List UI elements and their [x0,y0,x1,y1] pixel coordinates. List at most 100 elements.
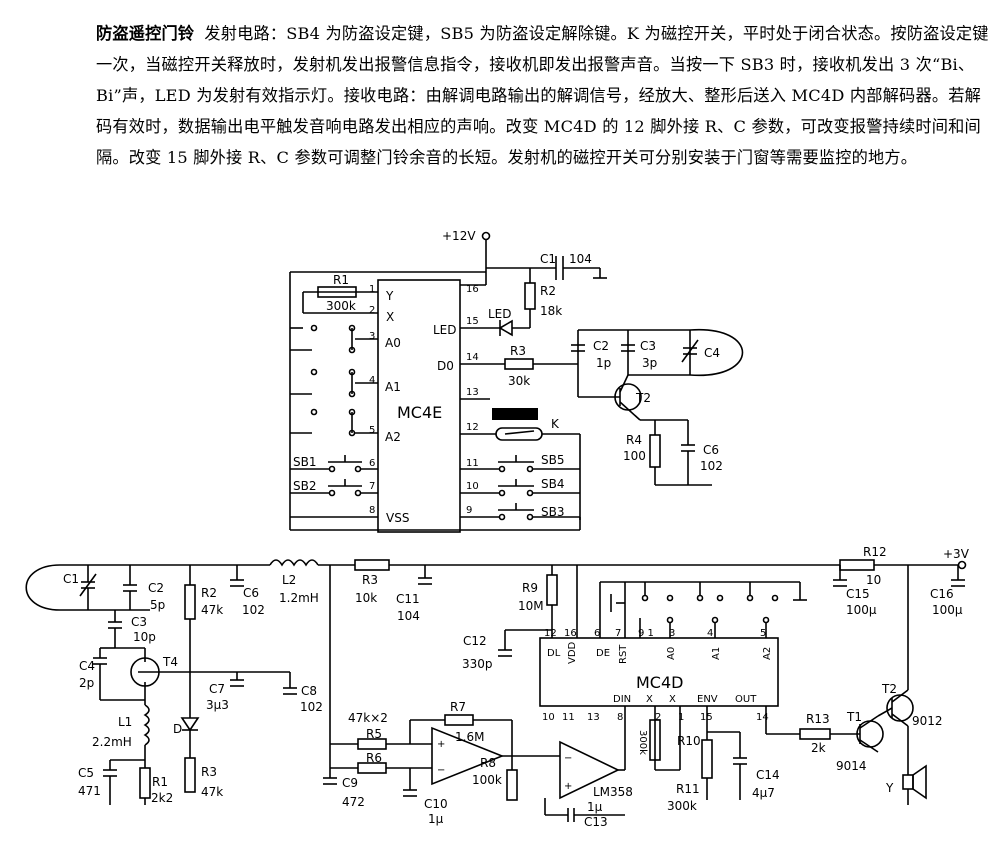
mc4e-pin13: 13 [466,387,479,398]
rx-c16-label: C16 [930,587,954,601]
sb1-button: SB1 [290,455,378,473]
tx-r3-label: R3 [510,344,526,358]
rx-t2-value: 9012 [912,714,943,728]
rx-r12-label: R12 [863,545,887,559]
rx-c3-value: 10p [133,630,156,644]
k-marker [492,408,538,420]
rx-t1-value: 9014 [836,759,867,773]
svg-text:+: + [437,739,445,750]
rx-c10-value: 1μ [428,812,444,826]
rx-c12-label: C12 [463,634,487,648]
tx-c3-value: 3p [642,356,657,370]
mc4d-pin-a0: A0 [666,647,677,660]
description-body: 发射电路：SB4 为防盗设定键，SB5 为防盗设定解除键。K 为磁控开关，平时处… [96,24,989,167]
rx-t4-label: T4 [162,655,178,669]
rx-c8-label: C8 [301,684,317,698]
rx-r6-label: R6 [366,751,382,765]
rx-c3-label: C3 [131,615,147,629]
mc4e-label: MC4E [397,403,442,422]
rx-r10-label: R10 [677,734,701,748]
mc4e-pin12: 12 [466,422,479,433]
description-title: 防盗遥控门铃 [96,24,195,43]
mc4e-pin-x: X [386,310,394,324]
rx-c6-label: C6 [243,586,259,600]
mc4d-pin-x1: X [646,694,653,705]
tx-r4-label: R4 [626,433,642,447]
mc4d-pin-a1: A1 [711,647,722,660]
speaker-icon [902,774,914,790]
rx-c11-value: 104 [397,609,420,623]
rx-r7-label: R7 [450,700,466,714]
rx-r3-label: R3 [201,765,217,779]
sb5-button: SB5 [460,453,580,473]
rx-c11-label: C11 [396,592,420,606]
sb5-label: SB5 [541,453,564,467]
svg-text:+: + [564,781,572,792]
rx-c13-value: 1μ [587,800,603,814]
rx-c5-label: C5 [78,766,94,780]
mc4e-pin8: 8 [369,505,375,516]
receiver-circuit: +3V L2 1.2mH R3 10k R12 10 C1 C2 5p C3 1… [25,545,970,829]
svg-text:−: − [564,753,572,764]
mc4e-pin15: 15 [466,316,479,327]
rx-r13-value: 2k [811,741,826,755]
mc4d-pin-dl: DL [547,648,561,659]
address-jumpers [290,324,378,437]
sb2-label: SB2 [293,479,316,493]
rx-r11-value: 300k [667,799,697,813]
mc4e-pin-y: Y [385,289,394,303]
tx-c6-value: 102 [700,459,723,473]
mc4d-pin-x2: X [669,694,676,705]
rx-c1-label: C1 [63,572,79,586]
rx-c5-value: 471 [78,784,101,798]
rx-r9-label: R9 [522,581,538,595]
rx-t2-label: T2 [881,682,897,696]
rx-c15-label: C15 [846,587,870,601]
transmitter-circuit: +12V MC4E Y X A0 A1 A2 VSS LED D0 1 2 3 … [289,229,744,533]
rx-r9-value: 10M [518,599,544,613]
k-reed-switch [495,427,543,441]
rx-d-label: D [173,722,182,736]
rx-r11-label: R11 [676,782,700,796]
rx-l1-value: 2.2mH [92,735,132,749]
tx-c1-value: 104 [569,252,592,266]
rx-r7-value: 1.6M [455,730,484,744]
rx-r2-value: 47k [201,603,223,617]
mc4d-pin11: 11 [562,712,575,723]
mc4d-chip [539,637,779,707]
sb4-label: SB4 [541,477,564,491]
tx-r2-value: 18k [540,304,562,318]
rx-c9-label: C9 [342,776,358,790]
rx-r5-label: R5 [366,727,382,741]
mc4d-pin-vdd: VDD [567,641,578,664]
rx-c9-value: 472 [342,795,365,809]
mc4e-pin-a1: A1 [385,380,401,394]
mc4e-pin6: 6 [369,458,375,469]
mc4d-label: MC4D [636,673,683,692]
mc4d-pin-din: DIN [613,694,631,705]
rx-r3-value: 47k [201,785,223,799]
tx-supply-label: +12V [442,229,476,243]
mc4d-pin2: 2 [655,712,661,723]
opamp-1 [431,726,505,786]
tx-t2-label: T2 [635,391,651,405]
tx-r1-value: 300k [326,299,356,313]
mc4d-pin10: 10 [542,712,555,723]
mc4e-pin-a0: A0 [385,336,401,350]
rx-c8-value: 102 [300,700,323,714]
mc4e-pin1: 1 [369,284,375,295]
rx-t1-label: T1 [846,710,862,724]
rx-r8-value: 100k [472,773,502,787]
mc4e-pin4: 4 [369,375,375,386]
rx-c13-label: C13 [584,815,608,829]
mc4e-pin11: 11 [466,458,479,469]
mc4e-pin-d0: D0 [437,359,454,373]
rx-r8-label: R8 [480,756,496,770]
rx-c4-value: 2p [79,676,94,690]
mc4e-chip [377,279,461,533]
mc4d-pin5: 5 [760,628,766,639]
rx-l2-value: 1.2mH [279,591,319,605]
rx-lm358-label: LM358 [593,785,633,799]
rx-r1-value: 2k2 [151,791,173,805]
rx-c16-value: 100μ [932,603,963,617]
